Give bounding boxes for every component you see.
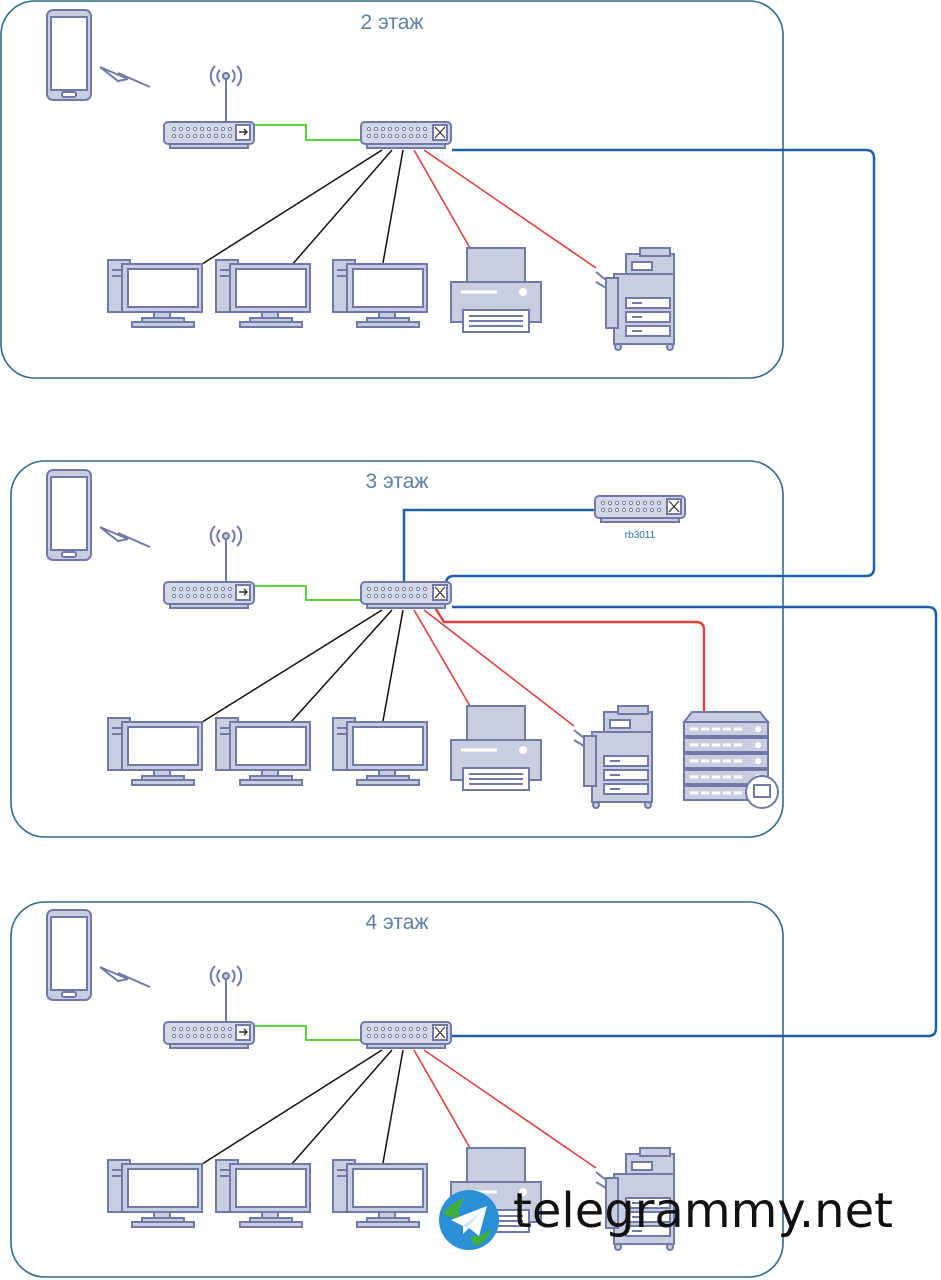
workstation-icon	[215, 1159, 311, 1228]
multifunction-printer-icon	[595, 247, 675, 351]
floor-2-frame	[0, 0, 784, 379]
pc-link	[198, 609, 383, 725]
workstation-icon	[332, 1159, 428, 1228]
smartphone-icon	[46, 469, 92, 561]
printer-link	[413, 609, 471, 707]
printer-link	[413, 149, 471, 249]
telegram-paper-plane-icon	[439, 1190, 499, 1250]
network-switch-icon	[360, 121, 452, 149]
multifunction-printer-icon	[573, 705, 653, 809]
uplink-floor2-to-floor3	[444, 148, 876, 594]
mfp-link	[423, 1049, 597, 1169]
workstation-icon	[215, 717, 311, 786]
workstation-icon	[215, 259, 311, 328]
wifi-link-floor4	[254, 1025, 360, 1041]
core-router-icon	[594, 495, 686, 523]
workstation-icon	[107, 717, 203, 786]
wireless-signal-icon	[99, 526, 151, 548]
pc-link	[382, 149, 404, 264]
wifi-link-floor3	[254, 585, 360, 601]
printer-icon	[449, 704, 543, 792]
floor-4-frame	[10, 901, 784, 1278]
smartphone-icon	[46, 9, 92, 101]
workstation-icon	[332, 259, 428, 328]
workstation-icon	[332, 717, 428, 786]
network-switch-icon	[360, 581, 452, 609]
server-rack-icon	[682, 710, 780, 810]
pc-link	[290, 149, 393, 267]
floor-4-title: 4 этаж	[366, 911, 429, 934]
server-link	[432, 605, 706, 712]
floor-2-title: 2 этаж	[361, 11, 424, 34]
pc-link	[198, 149, 383, 267]
network-switch-icon	[360, 1021, 452, 1049]
wifi-access-point-icon	[163, 965, 255, 1049]
wireless-signal-icon	[99, 66, 151, 88]
smartphone-icon	[46, 909, 92, 1001]
uplink-floor3-to-floor4	[452, 605, 938, 1038]
wifi-access-point-icon	[163, 525, 255, 609]
pc-link	[290, 1049, 393, 1166]
mfp-link	[423, 149, 597, 269]
mfp-link	[423, 609, 575, 727]
floor-3-title: 3 этаж	[366, 470, 429, 493]
workstation-icon	[107, 259, 203, 328]
watermark-text: telegrammy.net	[513, 1183, 893, 1239]
printer-link	[413, 1049, 471, 1149]
workstation-icon	[107, 1159, 203, 1228]
pc-link	[290, 609, 393, 723]
core-router-label: rb3011	[625, 530, 656, 541]
pc-link	[382, 1049, 404, 1164]
printer-icon	[449, 246, 543, 334]
wireless-signal-icon	[99, 966, 151, 988]
pc-link	[198, 1049, 383, 1167]
wifi-link-floor2	[254, 124, 360, 141]
wifi-access-point-icon	[163, 65, 255, 149]
pc-link	[382, 609, 404, 722]
floor-3-frame	[10, 460, 784, 838]
uplink-floor3-to-core-router	[402, 508, 595, 581]
